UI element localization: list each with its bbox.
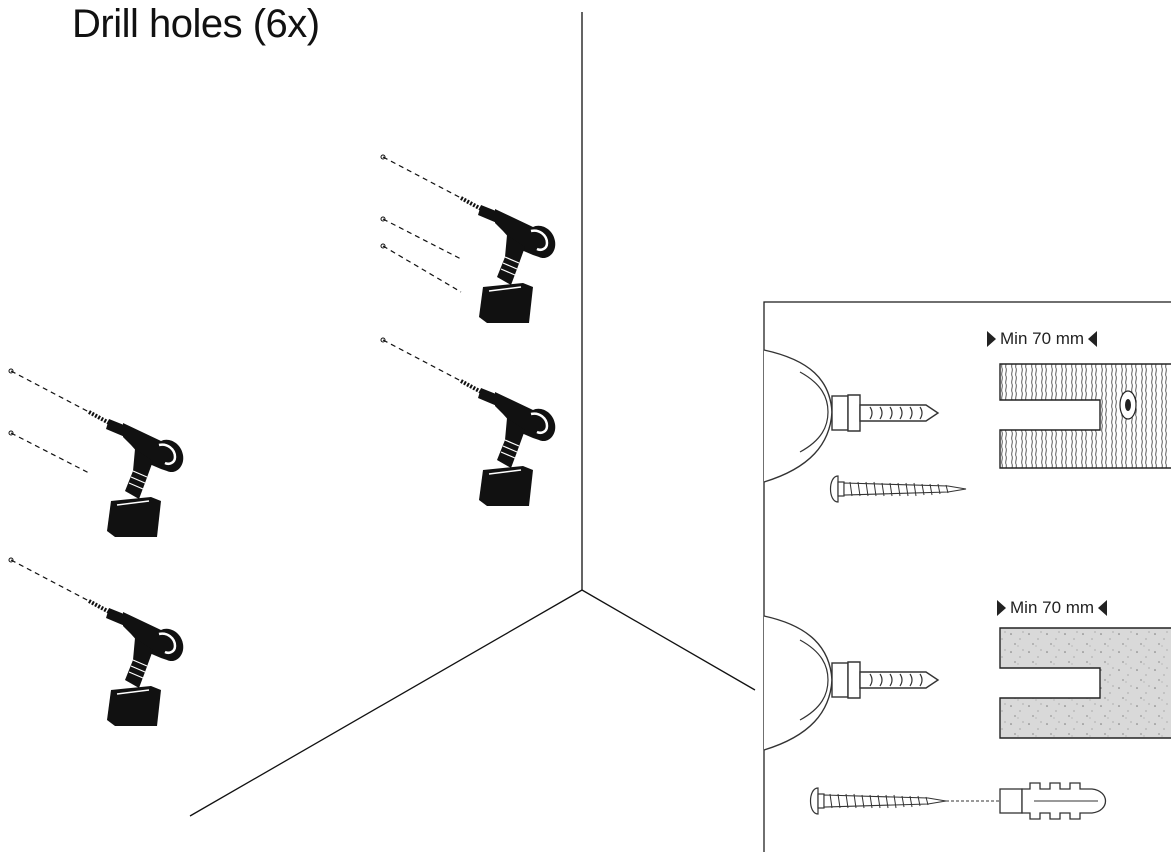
wood-min-depth-text: Min 70 mm	[1000, 329, 1085, 348]
wood-min-depth-label: Min 70 mm	[987, 329, 1098, 349]
cordless-drill-icon	[7, 556, 186, 728]
arrow-left-icon	[1088, 331, 1098, 347]
arrow-right-icon	[997, 600, 1006, 616]
wood-block	[999, 363, 1171, 469]
concrete-min-depth-text: Min 70 mm	[1010, 598, 1095, 617]
cordless-drill-icon	[7, 367, 186, 539]
arrow-left-icon	[1098, 600, 1108, 616]
material-inset-panel	[763, 301, 1171, 852]
concrete-block	[999, 627, 1171, 739]
drill-chuck-icon	[763, 615, 939, 751]
cordless-drill-icon	[379, 153, 558, 325]
page-title: Drill holes (6x)	[72, 2, 320, 46]
concrete-min-depth-label: Min 70 mm	[997, 598, 1108, 618]
wall-plug-icon	[999, 782, 1107, 820]
wall-corner-lines	[189, 12, 756, 817]
drill-chuck-icon	[763, 349, 939, 483]
drill-guide-line	[380, 243, 462, 293]
arrow-right-icon	[987, 331, 996, 347]
cordless-drill-icon	[379, 336, 558, 508]
